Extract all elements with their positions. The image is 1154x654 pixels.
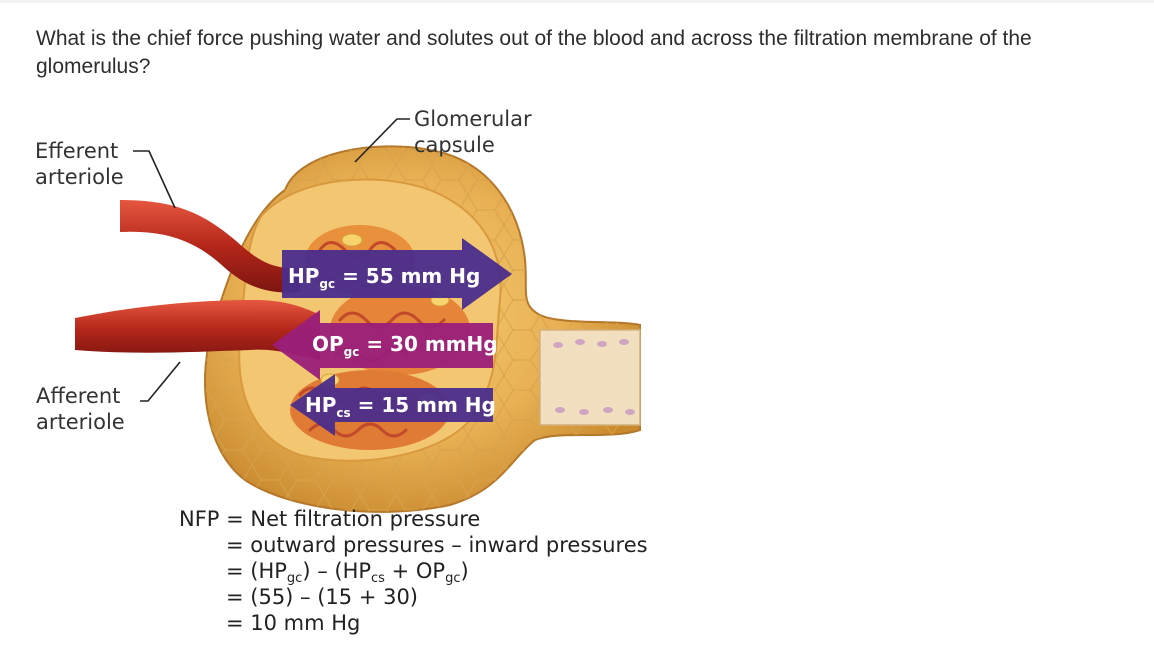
capsule-label-line-2: capsule [414, 133, 495, 157]
hp-cs-arrow [290, 374, 493, 436]
afferent-arteriole-label: Afferent arteriole [36, 383, 125, 435]
efferent-label-line-1: Efferent [35, 139, 119, 163]
glomerular-capsule-label: Glomerular capsule [414, 106, 532, 158]
nfp-line-3: = (HPgc) – (HPcs + OPgc) [226, 559, 469, 586]
efferent-arteriole-vessel [120, 200, 300, 293]
question-text: What is the chief force pushing water an… [36, 27, 1032, 78]
afferent-label-line-1: Afferent [36, 384, 121, 408]
hp-gc-label: HPgc = 55 mm Hg [288, 264, 480, 291]
efferent-leader-line [133, 150, 176, 209]
capsule-label-line-1: Glomerular [414, 107, 532, 131]
efferent-label-line-2: arteriole [35, 165, 124, 189]
nfp-line-1: NFP = Net filtration pressure [179, 507, 481, 531]
op-gc-label: OPgc = 30 mmHg [312, 332, 498, 359]
capsule-leader-line [354, 118, 410, 163]
hp-cs-label: HPcs = 15 mm Hg [305, 393, 496, 420]
hp-gc-arrow [282, 238, 512, 310]
nfp-line-5: = 10 mm Hg [226, 611, 361, 635]
nfp-line-2: = outward pressures – inward pressures [226, 533, 648, 557]
nfp-line-4: = (55) – (15 + 30) [226, 585, 419, 609]
afferent-arteriole-vessel [75, 300, 320, 360]
afferent-label-line-2: arteriole [36, 410, 125, 434]
efferent-arteriole-label: Efferent arteriole [35, 138, 124, 190]
op-gc-arrow [272, 310, 493, 380]
afferent-leader-line [140, 361, 181, 402]
top-border [0, 0, 1154, 3]
